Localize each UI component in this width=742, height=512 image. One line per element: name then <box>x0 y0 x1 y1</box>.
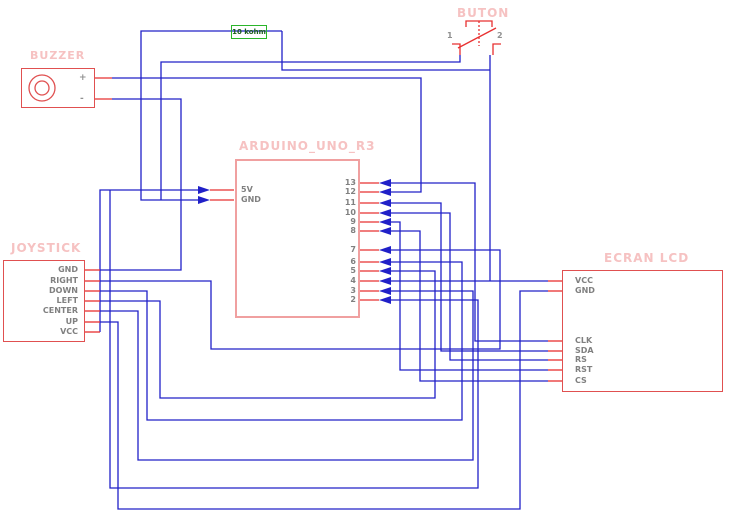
wire-pin13-to-lcd-clk[interactable] <box>391 182 548 342</box>
lcd-label: ECRAN LCD <box>604 251 690 265</box>
arrowhead-left-1 <box>198 196 210 204</box>
arduino-pin-label-6: 6 <box>350 257 356 266</box>
wire-pin5-to-joystick-left[interactable] <box>100 270 436 399</box>
arduino-pin-label-7: 7 <box>350 245 356 254</box>
lcd-pin-label-clk: CLK <box>575 336 593 345</box>
lcd-pin-label-rst: RST <box>575 365 593 374</box>
wire-pin7-to-joystick-right[interactable] <box>100 249 501 350</box>
wire-pin10-to-lcd-rs[interactable] <box>391 212 548 361</box>
lcd-pin-label-rs: RS <box>575 355 587 364</box>
arrowhead-right-2 <box>379 199 391 207</box>
joystick-pin-label-right: RIGHT <box>50 276 78 285</box>
wire-pin11-to-lcd-sda[interactable] <box>391 202 548 352</box>
wire-pin6-to-joystick-down[interactable] <box>100 261 463 421</box>
arduino-pin-label-gnd: GND <box>241 195 261 204</box>
button-pin1-label: 1 <box>447 31 453 40</box>
wire-buzzer-plus-to-pin12[interactable] <box>112 77 422 193</box>
arrowhead-right-11 <box>379 296 391 304</box>
arrowhead-right-8 <box>379 267 391 275</box>
arrowhead-right-4 <box>379 218 391 226</box>
joystick-pin-label-center: CENTER <box>42 306 78 315</box>
lcd-pin-label-gnd: GND <box>575 286 595 295</box>
button-terminal-1-icon <box>452 43 461 55</box>
joystick-label: JOYSTICK <box>11 241 82 255</box>
wire-resistor-right-to-button2[interactable] <box>281 31 490 71</box>
arrowhead-right-10 <box>379 287 391 295</box>
joystick-pin-label-up: UP <box>65 317 78 326</box>
arduino-pin-label-8: 8 <box>350 226 356 235</box>
arduino-pin-label-4: 4 <box>350 276 356 285</box>
button-terminal-2-icon <box>492 43 501 55</box>
joystick-pin-label-down: DOWN <box>49 286 78 295</box>
arduino-component[interactable] <box>235 159 360 318</box>
arrowhead-right-9 <box>379 277 391 285</box>
arduino-pin-label-3: 3 <box>350 286 356 295</box>
arrowhead-right-5 <box>379 227 391 235</box>
wire-pin9-to-lcd-rst[interactable] <box>391 221 548 371</box>
joystick-pin-label-vcc: VCC <box>60 327 78 336</box>
arrowhead-left-0 <box>198 186 210 194</box>
button-label: BUTON <box>457 6 510 20</box>
arrowhead-right-1 <box>379 188 391 196</box>
wire-pin3-to-joystick-center[interactable] <box>100 290 474 461</box>
arrowhead-right-6 <box>379 246 391 254</box>
arduino-pin-label-13: 13 <box>344 178 356 187</box>
arrowhead-right-0 <box>379 179 391 187</box>
resistor-component[interactable]: 10 kohm <box>231 25 267 39</box>
button-pin2-label: 2 <box>497 31 503 40</box>
arduino-pin-label-12: 12 <box>344 187 356 196</box>
arduino-pin-label-10: 10 <box>344 208 356 217</box>
wire-pin2-to-5v-bus[interactable] <box>109 190 479 489</box>
joystick-pin-label-gnd: GND <box>58 265 78 274</box>
lcd-pin-label-cs: CS <box>575 376 587 385</box>
arrowhead-right-7 <box>379 258 391 266</box>
arduino-label: ARDUINO_UNO_R3 <box>239 139 376 153</box>
arduino-pin-label-11: 11 <box>344 198 356 207</box>
wire-arduino-5v-to-joystick-vcc[interactable] <box>99 189 198 332</box>
joystick-component[interactable] <box>3 260 85 342</box>
lcd-component[interactable] <box>562 270 723 392</box>
wire-buzzer-minus-to-joystick-gnd[interactable] <box>100 98 182 271</box>
arduino-pin-label-2: 2 <box>350 295 356 304</box>
joystick-pin-label-left: LEFT <box>56 296 78 305</box>
button-lever-icon <box>457 27 497 49</box>
arduino-pin-label-9: 9 <box>350 217 356 226</box>
wire-lcd-gnd-to-joystick-up[interactable] <box>100 290 548 510</box>
buzzer-label: BUZZER <box>30 49 86 62</box>
wire-button1-to-gnd-row[interactable] <box>160 55 461 200</box>
lcd-pin-label-vcc: VCC <box>575 276 593 285</box>
wire-pin8-to-lcd-cs[interactable] <box>391 230 548 382</box>
buzzer-inner-circle-icon <box>34 80 50 96</box>
arduino-pin-label-5: 5 <box>350 266 356 275</box>
buzzer-outer-circle-icon <box>28 74 56 102</box>
arrowhead-right-3 <box>379 209 391 217</box>
arduino-pin-label-5v: 5V <box>241 185 253 194</box>
buzzer-component[interactable] <box>21 68 95 108</box>
buzzer-pin-minus-label: - <box>80 94 84 104</box>
lcd-pin-label-sda: SDA <box>575 346 594 355</box>
wire-resistor-left-to-arduino-gnd[interactable] <box>140 30 282 201</box>
buzzer-pin-plus-label: + <box>79 73 87 83</box>
